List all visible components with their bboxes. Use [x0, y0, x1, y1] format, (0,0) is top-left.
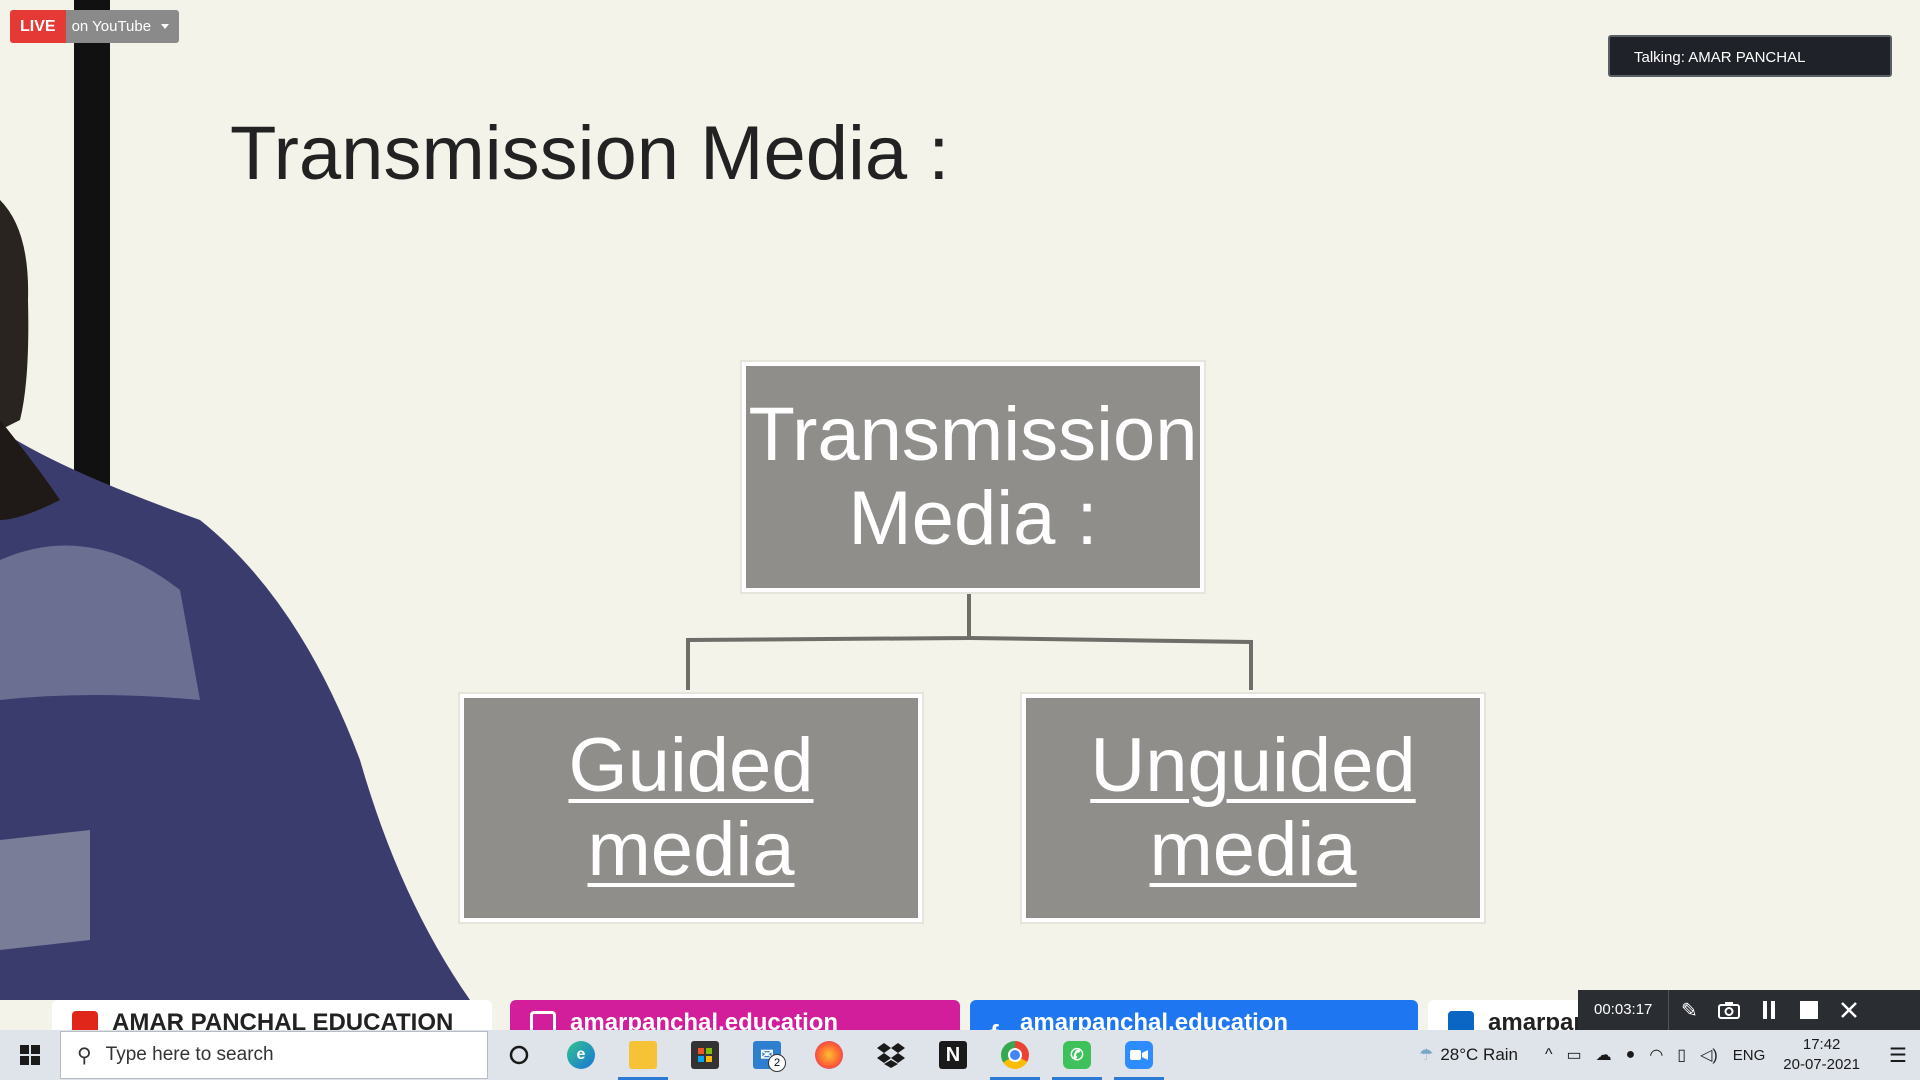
- zoom-icon: [1125, 1041, 1153, 1069]
- clock[interactable]: 17:42 20-07-2021: [1783, 1035, 1860, 1075]
- taskbar-file-explorer[interactable]: [612, 1030, 674, 1080]
- live-destination-label: on YouTube: [71, 18, 152, 35]
- youtube-banner: AMAR PANCHAL EDUCATION: [52, 1000, 492, 1030]
- notification-icon[interactable]: ☰: [1889, 1044, 1907, 1067]
- linkedin-icon: [1448, 1010, 1474, 1030]
- clock-date: 20-07-2021: [1783, 1056, 1860, 1073]
- weather-icon[interactable]: ☂: [1419, 1047, 1434, 1064]
- diagram-node-unguided-line1: Unguided: [1090, 723, 1416, 808]
- diagram-node-root-line1: Transmission: [748, 392, 1198, 477]
- taskbar-store[interactable]: [674, 1030, 736, 1080]
- diagram-node-unguided-line2: media: [1149, 807, 1357, 892]
- camera-icon[interactable]: [1709, 990, 1749, 1030]
- diagram-node-guided-line2: media: [587, 807, 795, 892]
- taskbar-mail[interactable]: ✉ 2: [736, 1030, 798, 1080]
- instagram-icon: [530, 1010, 556, 1030]
- slide-title: Transmission Media :: [230, 111, 950, 196]
- live-badge: LIVE: [10, 10, 66, 43]
- taskbar-dropbox[interactable]: [860, 1030, 922, 1080]
- store-icon: [691, 1041, 719, 1069]
- onedrive-icon[interactable]: ☁: [1595, 1047, 1612, 1064]
- chevron-down-icon: [161, 24, 170, 29]
- volume-icon[interactable]: ◁): [1700, 1047, 1718, 1064]
- whatsapp-icon: ✆: [1063, 1041, 1091, 1069]
- search-icon: ⚲: [77, 1044, 92, 1067]
- instagram-banner: amarpanchal.education: [510, 1000, 960, 1030]
- search-placeholder: Type here to search: [105, 1044, 274, 1065]
- diagram-node-root: Transmission Media :: [742, 362, 1204, 592]
- youtube-handle: AMAR PANCHAL EDUCATION: [112, 1009, 454, 1030]
- firefox-icon: [815, 1041, 843, 1069]
- diagram-node-guided-line1: Guided: [568, 723, 814, 808]
- recording-timer: 00:03:17: [1578, 990, 1670, 1030]
- meet-now-icon[interactable]: ▭: [1566, 1047, 1582, 1064]
- taskbar-search-box[interactable]: ⚲ Type here to search: [60, 1031, 488, 1079]
- clock-time: 17:42: [1802, 1036, 1841, 1053]
- live-status[interactable]: LIVE on YouTube: [10, 10, 180, 43]
- folder-icon: [629, 1041, 657, 1069]
- edge-icon: e: [567, 1041, 595, 1069]
- diagram-node-unguided: Unguided media: [1022, 694, 1484, 922]
- system-tray: ☂ 28°C Rain ^ ▭ ☁ ● ◠ ▯ ◁) ENG 17:42 20-…: [1412, 1030, 1920, 1080]
- microphone-icon[interactable]: ●: [1625, 1046, 1636, 1063]
- talking-indicator: Talking: AMAR PANCHAL: [1608, 35, 1892, 77]
- windows-logo-icon: [20, 1045, 40, 1065]
- facebook-banner: f amarpanchal.education: [970, 1000, 1418, 1030]
- language-indicator[interactable]: ENG: [1732, 1046, 1766, 1064]
- stop-icon[interactable]: [1789, 990, 1829, 1030]
- battery-icon[interactable]: ▯: [1677, 1047, 1687, 1064]
- windows-taskbar: ⚲ Type here to search e ✉ 2 N ✆: [0, 1030, 1920, 1080]
- weather-text[interactable]: 28°C Rain: [1440, 1045, 1519, 1064]
- dropbox-icon: [877, 1043, 905, 1068]
- start-button[interactable]: [0, 1030, 60, 1080]
- recording-toolbar: 00:03:17 ✎: [1578, 990, 1920, 1030]
- taskbar-zoom[interactable]: [1108, 1030, 1170, 1080]
- presenter-video: [0, 0, 470, 1000]
- chevron-up-icon[interactable]: ^: [1545, 1046, 1553, 1063]
- cortana-icon: [509, 1045, 529, 1065]
- cortana-button[interactable]: [488, 1030, 550, 1080]
- diagram-node-guided: Guided media: [460, 694, 922, 922]
- taskbar-notion[interactable]: N: [922, 1030, 984, 1080]
- taskbar-firefox[interactable]: [798, 1030, 860, 1080]
- facebook-icon: f: [990, 1011, 1006, 1030]
- taskbar-whatsapp[interactable]: ✆: [1046, 1030, 1108, 1080]
- network-icon[interactable]: ◠: [1649, 1047, 1664, 1064]
- live-destination-dropdown[interactable]: on YouTube: [65, 10, 180, 43]
- mail-badge: 2: [768, 1054, 786, 1072]
- facebook-handle: amarpanchal.education: [1020, 1009, 1289, 1030]
- taskbar-chrome[interactable]: [984, 1030, 1046, 1080]
- pause-icon[interactable]: [1749, 990, 1789, 1030]
- pencil-icon[interactable]: ✎: [1681, 999, 1698, 1022]
- chrome-icon: [1001, 1041, 1029, 1069]
- youtube-icon: [72, 1010, 98, 1030]
- close-icon[interactable]: [1829, 990, 1869, 1030]
- instagram-handle: amarpanchal.education: [570, 1009, 839, 1030]
- notion-icon: N: [939, 1041, 967, 1069]
- diagram-node-root-line2: Media :: [848, 476, 1098, 561]
- taskbar-edge[interactable]: e: [550, 1030, 612, 1080]
